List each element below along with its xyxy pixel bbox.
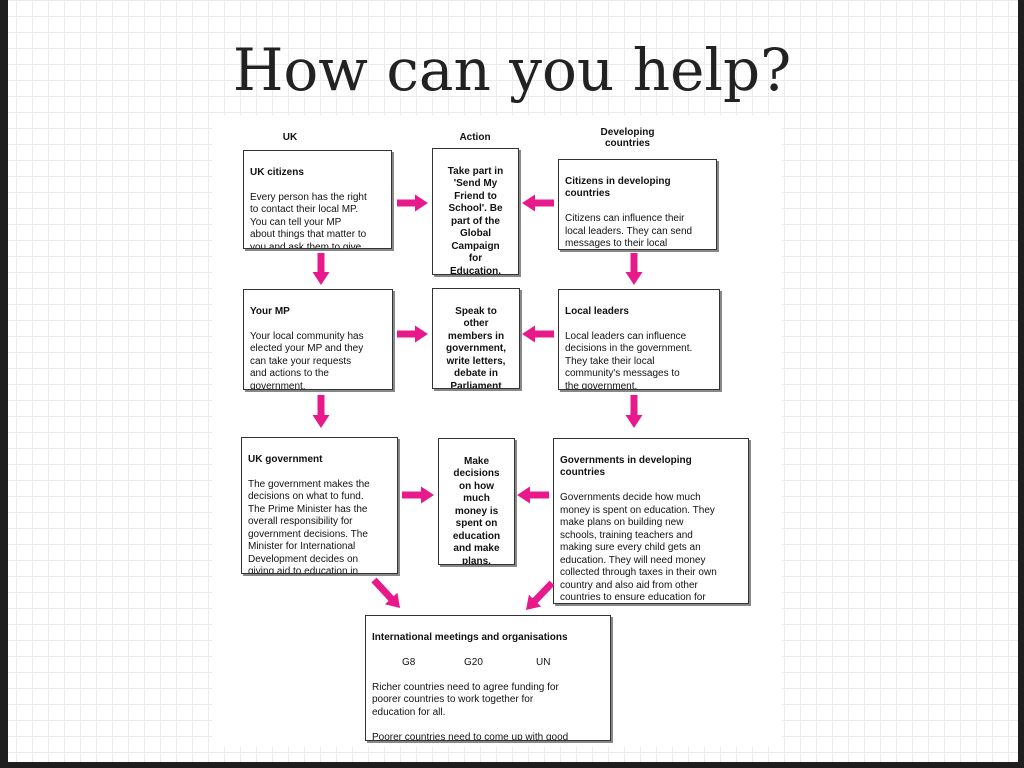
local-leaders-heading: Local leaders (565, 305, 629, 317)
uk-citizens-box: UK citizens Every person has the right t… (243, 150, 392, 249)
slide-left-edge (0, 0, 8, 768)
international-box: International meetings and organisations… (365, 615, 611, 741)
uk-citizens-heading: UK citizens (250, 166, 304, 178)
slide-title: How can you help? (232, 36, 792, 104)
developing-governments-box: Governments in developing countries Gove… (553, 438, 749, 604)
org-g20: G20 (464, 656, 483, 668)
local-leaders-box: Local leaders Local leaders can influenc… (558, 289, 720, 390)
developing-citizens-text: Citizens can influence their local leade… (565, 213, 693, 249)
uk-government-box: UK government The government makes the d… (241, 437, 398, 574)
action-speak-box: Speak to other members in government, wr… (432, 288, 520, 389)
org-g8: G8 (402, 656, 416, 668)
column-head-action: Action (459, 132, 491, 143)
international-text: Richer countries need to agree funding f… (372, 681, 569, 741)
action-speak-text: Speak to other members in government, wr… (445, 305, 506, 389)
action-campaign-box: Take part in 'Send My Friend to School'.… (432, 148, 519, 275)
column-head-developing: Developing countries (600, 127, 655, 149)
uk-government-text: The government makes the decisions on wh… (248, 478, 370, 574)
your-mp-heading: Your MP (250, 305, 290, 317)
developing-citizens-heading: Citizens in developing countries (565, 175, 671, 200)
developing-governments-text: Governments decide how much money is spe… (560, 492, 717, 603)
local-leaders-text: Local leaders can influence decisions in… (565, 330, 693, 390)
international-orgs: G8 G20 UN (372, 657, 604, 670)
uk-citizens-text: Every person has the right to contact th… (250, 191, 367, 249)
developing-governments-heading: Governments in developing countries (560, 454, 692, 479)
your-mp-box: Your MP Your local community has elected… (243, 289, 393, 390)
uk-government-heading: UK government (248, 453, 323, 465)
international-heading: International meetings and organisations (372, 631, 568, 643)
slide-right-edge (1018, 0, 1024, 768)
your-mp-text: Your local community has elected your MP… (250, 330, 364, 390)
developing-citizens-box: Citizens in developing countries Citizen… (558, 159, 717, 250)
org-un: UN (536, 656, 551, 668)
action-decisions-box: Make decisions on how much money is spen… (438, 438, 515, 565)
action-campaign-text: Take part in 'Send My Friend to School'.… (447, 165, 504, 275)
slide-bottom-edge (0, 762, 1024, 768)
action-decisions-text: Make decisions on how much money is spen… (452, 455, 501, 565)
column-head-uk: UK (282, 132, 298, 143)
